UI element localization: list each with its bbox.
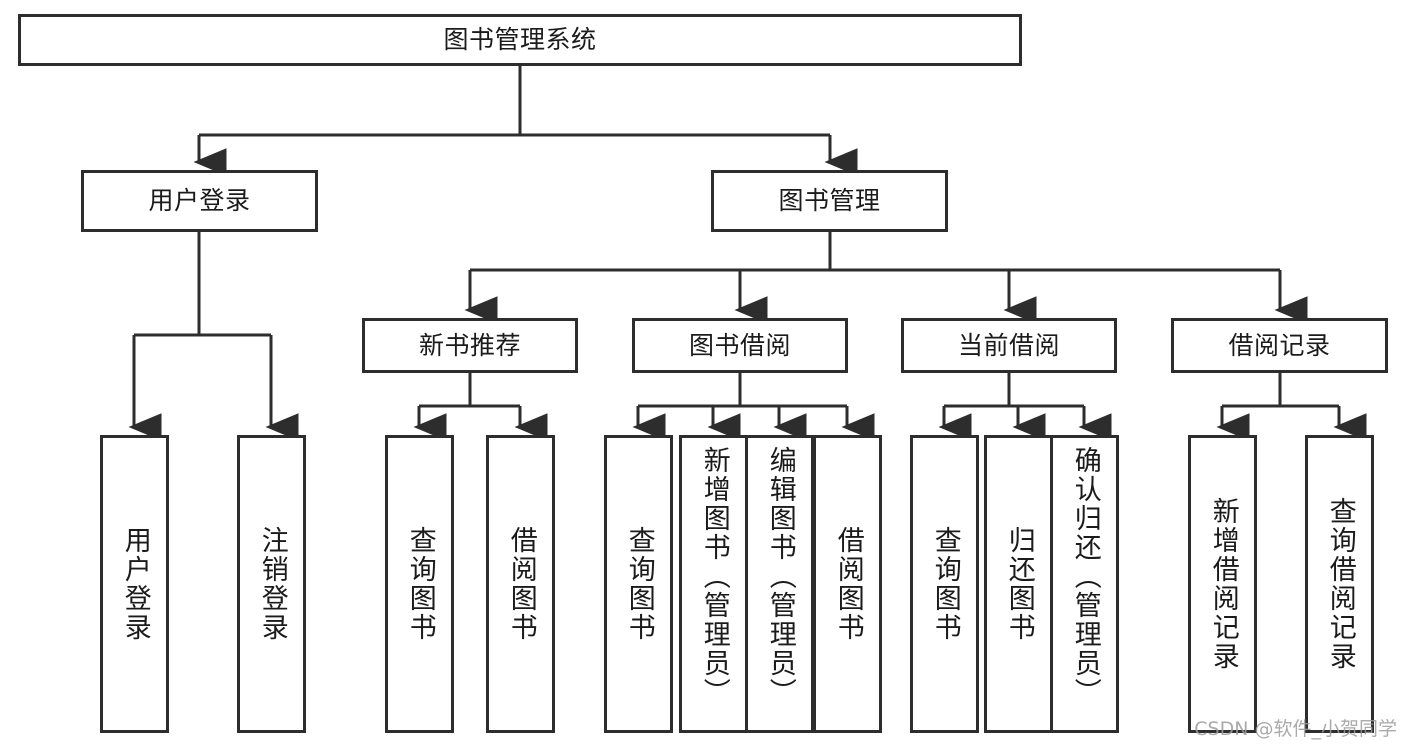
leaf-add-book-admin-label: 新增图书（管理员） xyxy=(698,446,730,707)
leaf-borrow-book-recommend-label: 借阅图书 xyxy=(505,526,537,642)
node-current-borrow-label: 当前借阅 xyxy=(957,330,1060,360)
leaf-confirm-return-admin[interactable]: 确认归还（管理员） xyxy=(1050,435,1119,733)
leaf-query-book-recommend-label: 查询图书 xyxy=(404,526,436,642)
leaf-add-borrow-record[interactable]: 新增借阅记录 xyxy=(1188,435,1257,733)
node-root[interactable]: 图书管理系统 xyxy=(18,14,1022,66)
leaf-confirm-return-admin-label: 确认归还（管理员） xyxy=(1069,446,1101,707)
node-book-management[interactable]: 图书管理 xyxy=(711,170,948,232)
leaf-borrow-book[interactable]: 借阅图书 xyxy=(813,435,882,733)
leaf-borrow-book-label: 借阅图书 xyxy=(832,526,864,642)
leaf-query-book-current-label: 查询图书 xyxy=(929,526,961,642)
leaf-query-book[interactable]: 查询图书 xyxy=(604,435,673,733)
node-book-borrow-label: 图书借阅 xyxy=(688,330,791,360)
node-root-label: 图书管理系统 xyxy=(443,25,597,55)
leaf-add-book-admin[interactable]: 新增图书（管理员） xyxy=(679,435,748,733)
node-book-management-label: 图书管理 xyxy=(778,186,881,216)
node-new-book-recommend[interactable]: 新书推荐 xyxy=(362,318,578,373)
leaf-add-borrow-record-label: 新增借阅记录 xyxy=(1207,497,1239,671)
leaf-user-login[interactable]: 用户登录 xyxy=(100,435,169,733)
leaf-borrow-book-recommend[interactable]: 借阅图书 xyxy=(486,435,555,733)
leaf-user-login-label: 用户登录 xyxy=(119,526,151,642)
leaf-query-borrow-record-label: 查询借阅记录 xyxy=(1324,497,1356,671)
leaf-logout-login-label: 注销登录 xyxy=(256,526,288,642)
leaf-logout-login[interactable]: 注销登录 xyxy=(237,435,306,733)
node-user-login[interactable]: 用户登录 xyxy=(81,170,318,232)
leaf-query-book-recommend[interactable]: 查询图书 xyxy=(385,435,454,733)
leaf-query-book-label: 查询图书 xyxy=(623,526,655,642)
leaf-query-borrow-record[interactable]: 查询借阅记录 xyxy=(1305,435,1374,733)
node-user-login-label: 用户登录 xyxy=(148,186,251,216)
node-book-borrow[interactable]: 图书借阅 xyxy=(632,318,848,373)
node-borrow-record[interactable]: 借阅记录 xyxy=(1171,318,1388,373)
csdn-watermark: CSDN @软件_小贺同学 xyxy=(1194,718,1397,740)
leaf-query-book-current[interactable]: 查询图书 xyxy=(910,435,979,733)
node-borrow-record-label: 借阅记录 xyxy=(1228,330,1331,360)
leaf-return-book-label: 归还图书 xyxy=(1003,526,1035,642)
leaf-return-book[interactable]: 归还图书 xyxy=(984,435,1053,733)
leaf-edit-book-admin[interactable]: 编辑图书（管理员） xyxy=(745,435,814,733)
node-current-borrow[interactable]: 当前借阅 xyxy=(901,318,1117,373)
node-new-book-recommend-label: 新书推荐 xyxy=(418,330,521,360)
leaf-edit-book-admin-label: 编辑图书（管理员） xyxy=(764,446,796,707)
